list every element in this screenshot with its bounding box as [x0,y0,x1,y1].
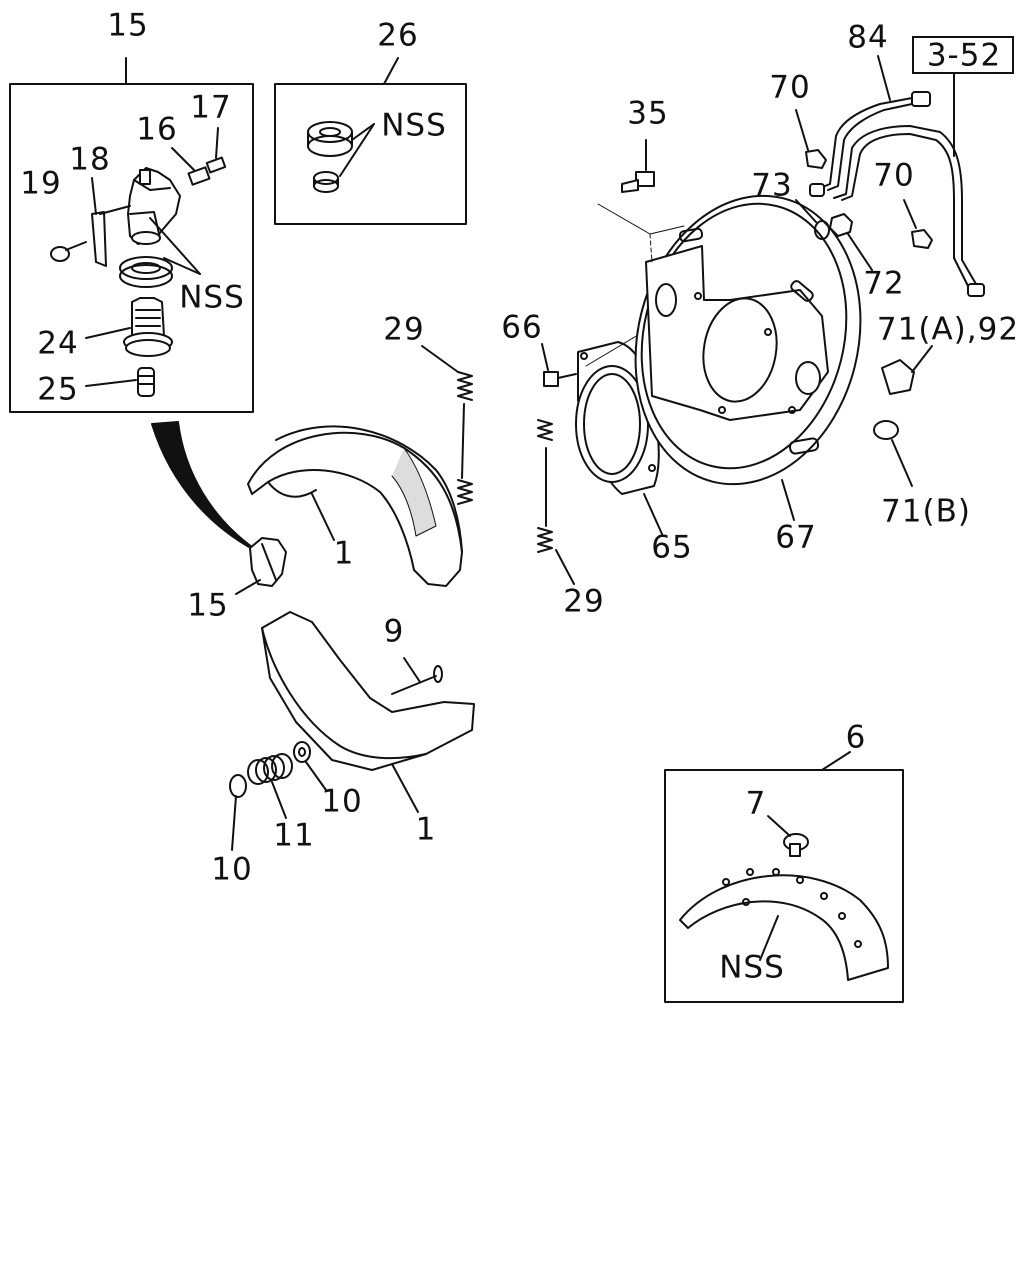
kit-15-box [9,57,254,413]
label-part-84: 84 [847,19,889,56]
bolt-35 [597,139,685,263]
pin-9 [391,657,443,695]
label-part-29-lower: 29 [563,583,605,620]
label-part-73: 73 [751,167,793,204]
label-part-7: 7 [745,785,767,822]
backing-plate-67 [634,194,862,521]
brake-shoe-upper [247,425,463,587]
label-part-11: 11 [273,817,315,854]
label-kit-6: 6 [845,719,867,756]
label-part-70-upper: 70 [769,69,811,106]
label-part-29-upper: 29 [383,311,425,348]
label-part-71a-92: 71(A),92 [876,311,1020,348]
return-spring-29-lower [537,419,575,585]
washer-10-right [293,741,327,791]
wheel-cylinder-body [127,167,181,245]
kit-15-leaders [85,127,219,387]
label-part-15-installed: 15 [187,587,229,624]
adjuster-24 [123,297,173,357]
label-kit-15: 15 [107,7,149,44]
wheel-cylinder-15-installed [235,537,287,595]
clip-70-lower [903,199,933,249]
bolt-66 [541,297,701,387]
rivet-7 [767,815,809,857]
label-part-16: 16 [136,111,178,148]
label-part-10-left: 10 [211,851,253,888]
screw-19 [50,241,87,262]
return-spring-29-upper [421,345,473,505]
label-part-24: 24 [37,325,79,362]
label-part-71b: 71(B) [881,493,971,530]
clip-70-upper [795,109,827,169]
assembly-arrow [151,421,263,555]
label-nss-kit-6: NSS [719,949,785,986]
nut-72 [829,213,873,271]
seal-nss-15 [119,256,173,288]
label-part-65: 65 [651,529,693,566]
label-part-25: 25 [37,371,79,408]
spring-11 [247,753,293,819]
brake-shoe-lower [261,611,475,813]
reference-box [912,36,1014,74]
label-part-18: 18 [69,141,111,178]
brake-pipe-3-52 [833,73,985,297]
screw-25 [137,367,155,397]
plate-18 [91,205,131,267]
label-nss-kit-15: NSS [179,279,245,316]
label-part-1-upper: 1 [333,535,355,572]
washer-10-left [229,774,247,851]
washer-73 [795,199,830,240]
plug-71b [873,420,913,487]
kit-26-box [274,57,467,225]
brake-lining-nss [679,868,889,981]
bleeder-16-17 [187,156,227,186]
label-ref-3-52: 3-52 [926,37,1002,74]
label-part-10-right: 10 [321,783,363,820]
label-part-72: 72 [863,265,905,302]
label-part-35: 35 [627,95,669,132]
brake-pipe-84 [809,55,931,197]
label-part-9: 9 [383,613,405,650]
label-part-19: 19 [20,165,62,202]
plug-71a [881,345,933,395]
label-part-17: 17 [190,89,232,126]
label-part-67: 67 [775,519,817,556]
label-kit-26: 26 [377,17,419,54]
label-nss-kit-26: NSS [381,107,447,144]
label-part-66: 66 [501,309,543,346]
label-part-70-lower: 70 [873,157,915,194]
kit-6-box [664,751,904,1003]
label-part-1-lower: 1 [415,811,437,848]
